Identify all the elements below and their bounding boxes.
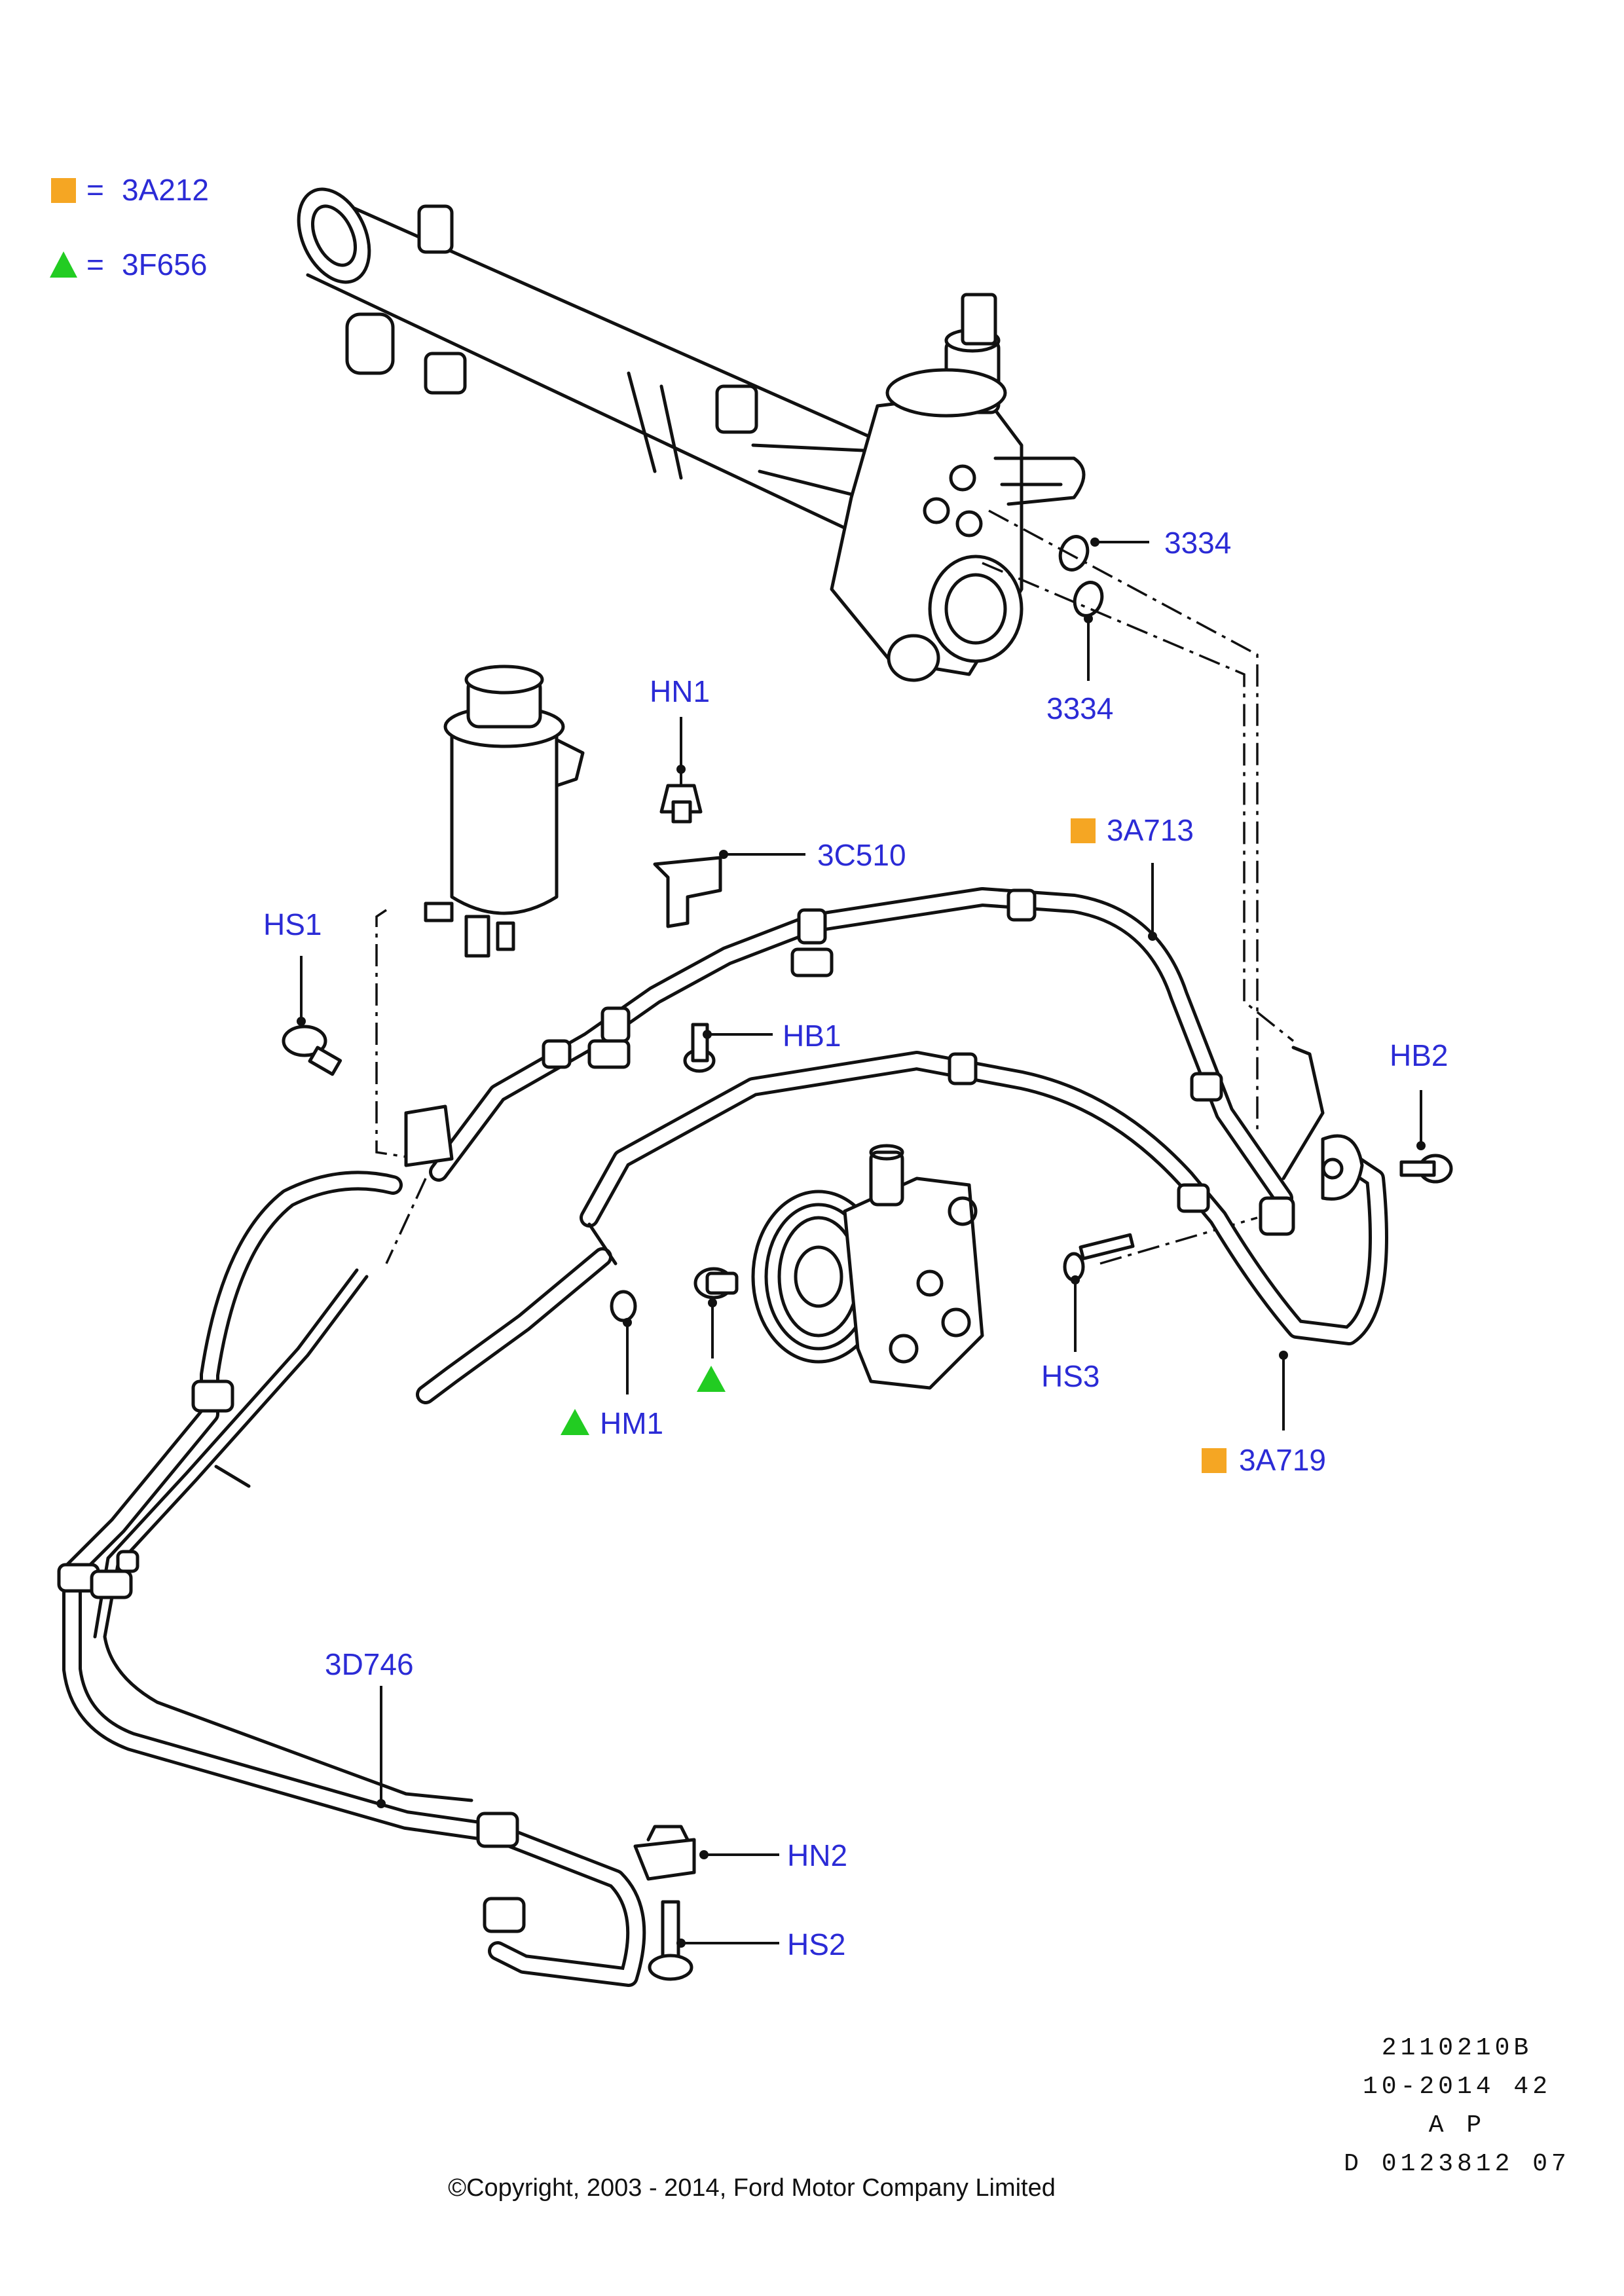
callout-hn2: HN2 xyxy=(787,1838,847,1872)
callout-triangle-icon xyxy=(697,1366,726,1392)
return-hose-3a719-illustration xyxy=(580,1051,1388,1345)
power-steering-pump-illustration xyxy=(751,1144,984,1390)
callout-seal-upper: 3334 xyxy=(1164,526,1231,560)
callout-hm1-triangle-icon xyxy=(561,1409,589,1435)
nut-hn2-icon xyxy=(633,1825,696,1881)
reference-line-2: 10-2014 42 xyxy=(1363,2073,1551,2101)
pressure-hose-3a713-illustration xyxy=(404,887,1325,1208)
callout-hn1: HN1 xyxy=(650,674,710,708)
cooler-pipe-3d746-illustration xyxy=(57,1171,646,1987)
seal-ring-lower-icon xyxy=(1073,581,1104,617)
callout-hs3: HS3 xyxy=(1041,1359,1099,1393)
callout-3a719-square-icon xyxy=(1202,1448,1227,1473)
reference-line-3: A P xyxy=(1429,2111,1485,2140)
callout-hb2: HB2 xyxy=(1390,1038,1448,1072)
seal-ring-upper-icon xyxy=(1058,535,1090,572)
bolt-hs3-icon xyxy=(1063,1233,1135,1282)
legend-equals-2: = xyxy=(86,247,104,282)
copyright-text: ©Copyright, 2003 - 2014, Ford Motor Comp… xyxy=(448,2174,1056,2202)
legend-code-3f656: 3F656 xyxy=(122,247,207,282)
callout-hm1: HM1 xyxy=(600,1406,663,1440)
legend-triangle-icon xyxy=(50,251,77,278)
legend: = 3A212 = 3F656 xyxy=(50,173,209,282)
callout-3c510: 3C510 xyxy=(817,838,906,872)
reference-line-4: D 0123812 07 xyxy=(1344,2150,1570,2178)
pump-fitting-icon xyxy=(610,1267,739,1322)
legend-square-icon xyxy=(51,178,76,203)
callout-3a719: 3A719 xyxy=(1239,1443,1326,1477)
callout-hs2: HS2 xyxy=(787,1927,845,1961)
steering-rack-illustration xyxy=(297,187,1086,682)
bracket-3c510-icon xyxy=(653,856,722,928)
reference-line-1: 2110210B xyxy=(1382,2034,1532,2062)
bolt-hb2-icon xyxy=(1399,1154,1453,1184)
bolt-hs1-icon xyxy=(282,1025,342,1076)
nut-hn1-icon xyxy=(659,784,703,824)
callout-3a713: 3A713 xyxy=(1107,813,1194,847)
callout-3a713-square-icon xyxy=(1071,818,1096,843)
legend-code-3a212: 3A212 xyxy=(122,173,209,207)
legend-equals-1: = xyxy=(86,173,104,207)
callout-hb1: HB1 xyxy=(783,1019,841,1053)
bolt-hs2-icon xyxy=(648,1900,693,1981)
callout-hs1: HS1 xyxy=(263,907,322,941)
fluid-reservoir-illustration xyxy=(424,665,585,958)
callout-seal-lower: 3334 xyxy=(1046,691,1113,725)
reference-block: 2110210B 10-2014 42 A P D 0123812 07 xyxy=(1344,2034,1570,2178)
callout-3d746: 3D746 xyxy=(325,1647,414,1681)
